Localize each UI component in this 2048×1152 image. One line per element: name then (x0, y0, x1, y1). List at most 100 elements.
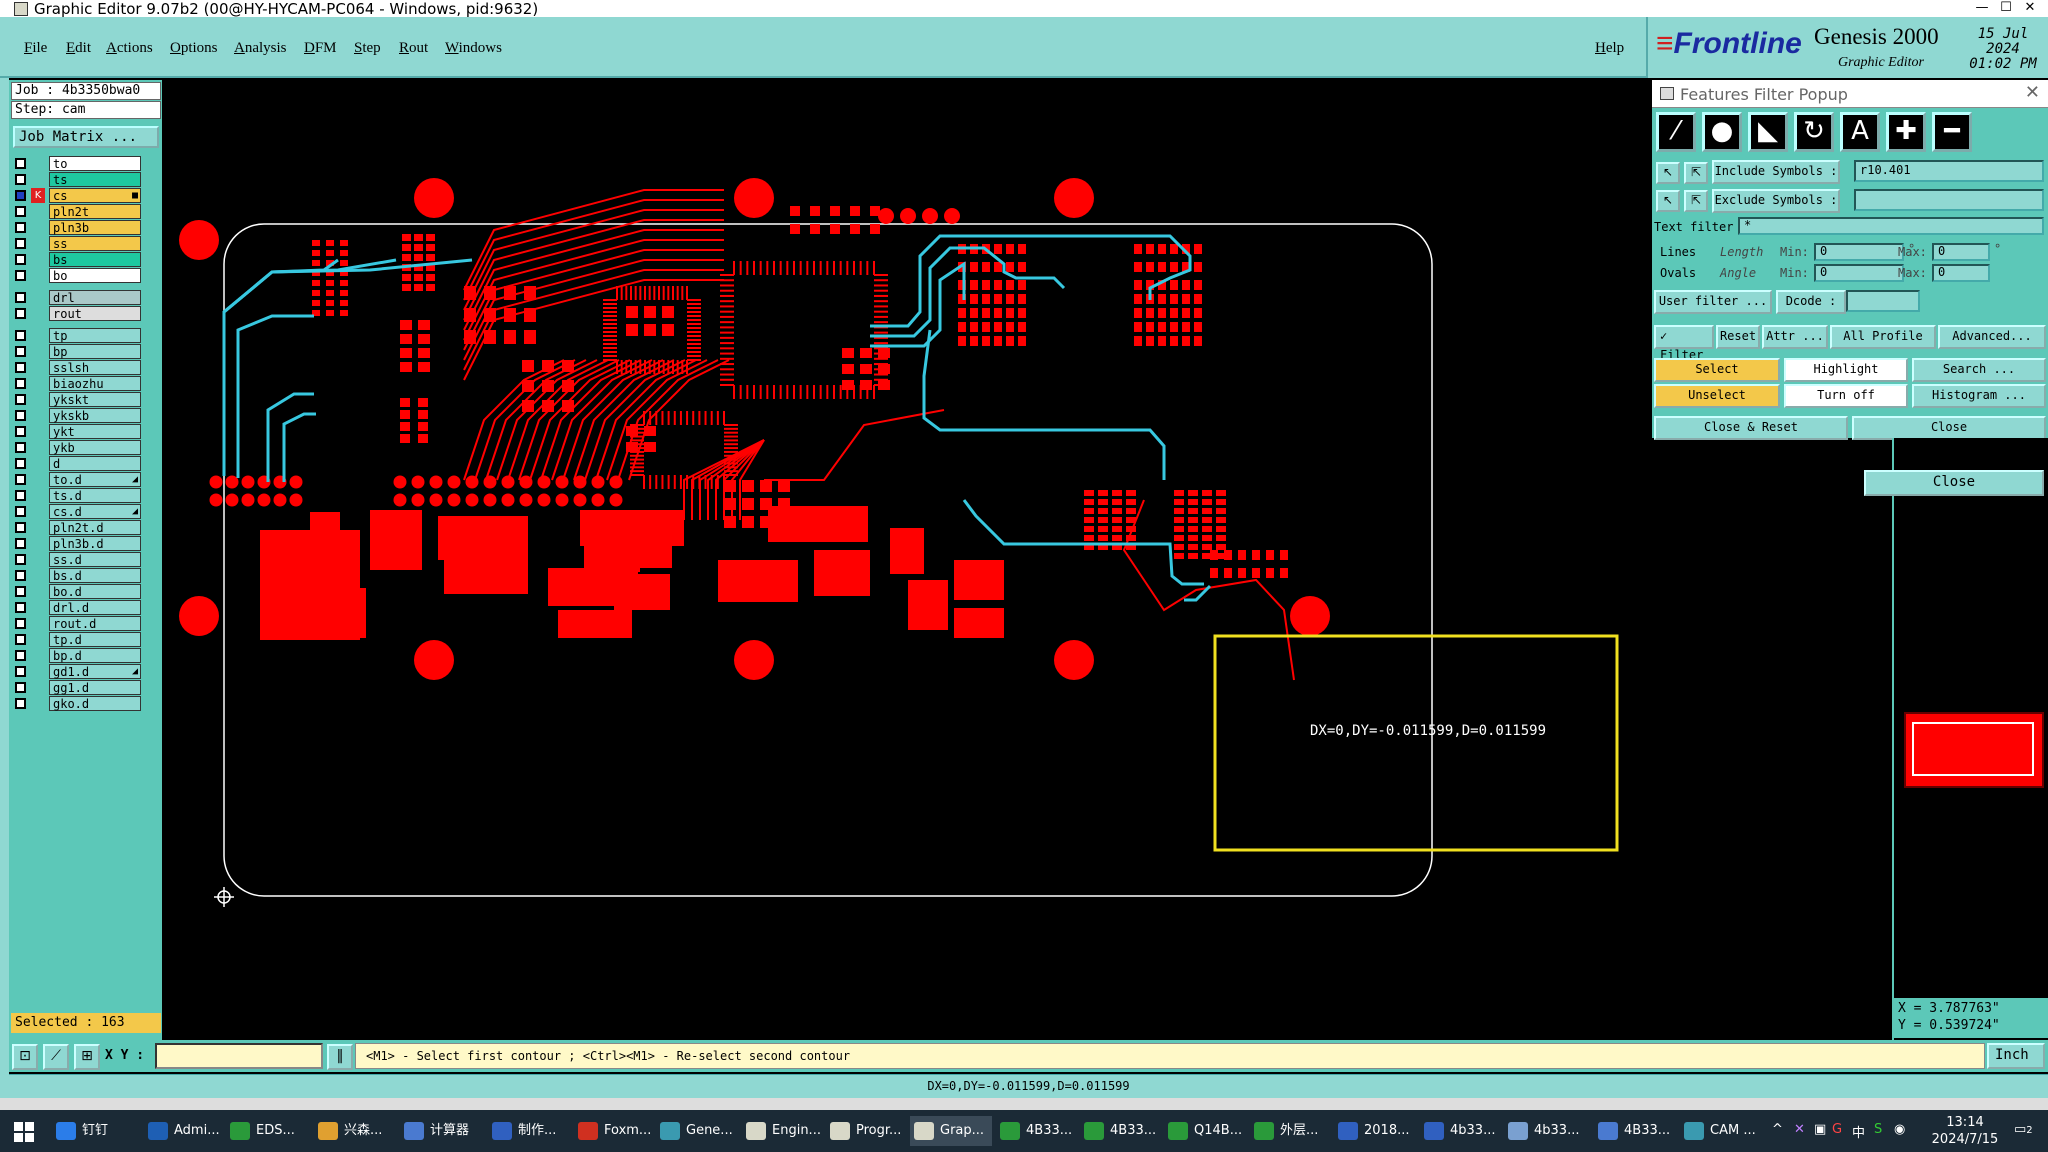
layer-row[interactable]: ss.d (11, 552, 141, 567)
zoom-window-icon[interactable]: ⊡ (12, 1044, 38, 1070)
layer-row[interactable]: ykt (11, 424, 141, 439)
layer-row[interactable]: bs (11, 252, 141, 267)
taskbar-app[interactable]: 4b33... (1504, 1116, 1586, 1146)
layer-name[interactable]: cs.d◢ (49, 504, 141, 519)
layer-checkbox[interactable] (15, 254, 26, 265)
taskbar-app[interactable]: 外层... (1250, 1116, 1332, 1146)
taskbar-app[interactable]: 4B33... (996, 1116, 1078, 1146)
histogram-button[interactable]: Histogram ... (1912, 384, 2046, 408)
layer-name[interactable]: rout.d (49, 616, 141, 631)
angle-max-input[interactable]: 0 (1932, 264, 1990, 282)
menu-analysis[interactable]: Analysis (234, 40, 287, 56)
layer-name[interactable]: drl.d (49, 600, 141, 615)
user-filter-button[interactable]: User filter ... (1654, 290, 1772, 314)
pause-icon[interactable]: ‖ (327, 1044, 353, 1070)
layer-name[interactable]: pln3b (49, 220, 141, 235)
layer-checkbox[interactable] (15, 426, 26, 437)
layer-row[interactable]: tp (11, 328, 141, 343)
layer-checkbox[interactable] (15, 602, 26, 613)
layer-name[interactable]: tp.d (49, 632, 141, 647)
layer-row[interactable]: pln3b (11, 220, 141, 235)
line-type-toggle[interactable]: ⁄ (1656, 112, 1696, 152)
maximize-button[interactable]: ☐ (2000, 0, 2012, 15)
layer-name[interactable]: ykt (49, 424, 141, 439)
layer-name[interactable]: sslsh (49, 360, 141, 375)
layer-name[interactable]: to.d◢ (49, 472, 141, 487)
layer-name[interactable]: tp (49, 328, 141, 343)
select-button[interactable]: Select (1654, 358, 1780, 382)
taskbar-app[interactable]: Progr... (826, 1116, 908, 1146)
layer-row[interactable]: d (11, 456, 141, 471)
layer-row[interactable]: bs.d (11, 568, 141, 583)
layer-row[interactable]: cs.d◢ (11, 504, 141, 519)
layer-name[interactable]: ts (49, 172, 141, 187)
layer-row[interactable]: tp.d (11, 632, 141, 647)
layer-row[interactable]: gko.d (11, 696, 141, 711)
include-symbols-input[interactable]: r10.401 (1854, 160, 2044, 182)
menu-windows[interactable]: Windows (445, 40, 502, 56)
menu-actions[interactable]: Actions (106, 40, 153, 56)
all-profile-select[interactable]: All Profile (1830, 325, 1936, 349)
layer-checkbox[interactable] (15, 634, 26, 645)
layer-row[interactable]: gd1.d◢ (11, 664, 141, 679)
layer-name[interactable]: ykskb (49, 408, 141, 423)
layer-name[interactable]: ts.d (49, 488, 141, 503)
layer-checkbox[interactable] (15, 158, 26, 169)
taskbar-app[interactable]: 4B33... (1080, 1116, 1162, 1146)
layer-checkbox[interactable] (15, 190, 26, 201)
taskbar-clock[interactable]: 13:14 2024/7/15 (1920, 1114, 2010, 1148)
layer-name[interactable]: pln3b.d (49, 536, 141, 551)
layer-row[interactable]: bp (11, 344, 141, 359)
include-list-icon[interactable]: ⇱ (1684, 162, 1708, 184)
layer-checkbox[interactable] (15, 346, 26, 357)
graphic-canvas[interactable]: DX=0,DY=-0.011599,D=0.011599 (164, 80, 1648, 1040)
layer-checkbox[interactable] (15, 506, 26, 517)
layer-row[interactable]: pln2t (11, 204, 141, 219)
layer-row[interactable]: pln3b.d (11, 536, 141, 551)
menu-edit[interactable]: Edit (66, 40, 92, 56)
layer-row[interactable]: drl (11, 290, 141, 305)
pad-type-toggle[interactable]: ● (1702, 112, 1742, 152)
layer-name[interactable]: pln2t.d (49, 520, 141, 535)
layer-row[interactable]: to.d◢ (11, 472, 141, 487)
unselect-button[interactable]: Unselect (1654, 384, 1780, 408)
taskbar-app[interactable]: 制作... (488, 1116, 570, 1146)
layer-checkbox[interactable] (15, 410, 26, 421)
popup-close-button[interactable]: Close (1852, 416, 2046, 440)
menu-help[interactable]: Help (1595, 40, 1625, 56)
ovals-checkbox-label[interactable]: Ovals (1660, 266, 1697, 280)
layer-name[interactable]: biaozhu (49, 376, 141, 391)
dcode-input[interactable] (1846, 290, 1920, 312)
tray-app-icon-2[interactable]: ▣ (1814, 1122, 1827, 1137)
taskbar-app[interactable]: Engin... (742, 1116, 824, 1146)
text-filter-input[interactable]: * (1738, 217, 2044, 235)
layer-checkbox[interactable] (15, 474, 26, 485)
reset-button[interactable]: Reset (1716, 325, 1760, 349)
menu-file[interactable]: File (24, 40, 48, 56)
layer-checkbox[interactable] (15, 586, 26, 597)
layer-checkbox[interactable] (15, 238, 26, 249)
layer-row[interactable]: to (11, 156, 141, 171)
text-type-toggle[interactable]: A (1840, 112, 1880, 152)
filter-toggle[interactable]: ✓ Filter (1654, 325, 1714, 362)
start-button[interactable] (14, 1122, 34, 1142)
layer-checkbox[interactable] (15, 522, 26, 533)
layer-name[interactable]: ykb (49, 440, 141, 455)
exclude-symbols-label[interactable]: Exclude Symbols : (1712, 189, 1840, 213)
taskbar-app[interactable]: Gene... (656, 1116, 738, 1146)
taskbar-app[interactable]: Foxm... (574, 1116, 656, 1146)
layer-name[interactable]: bo.d (49, 584, 141, 599)
layer-row[interactable]: ss (11, 236, 141, 251)
layer-row[interactable]: rout.d (11, 616, 141, 631)
search-button[interactable]: Search ... (1912, 358, 2046, 382)
layer-checkbox[interactable] (15, 222, 26, 233)
layer-name[interactable]: cs■ (49, 188, 141, 203)
arc-type-toggle[interactable]: ↻ (1794, 112, 1834, 152)
ime-indicator[interactable]: 中 (1852, 1126, 1866, 1141)
layer-row[interactable]: ts.d (11, 488, 141, 503)
taskbar-app[interactable]: Grap... (910, 1116, 992, 1146)
layer-checkbox[interactable] (15, 330, 26, 341)
taskbar-app[interactable]: CAM ... (1680, 1116, 1762, 1146)
layer-checkbox[interactable] (15, 490, 26, 501)
